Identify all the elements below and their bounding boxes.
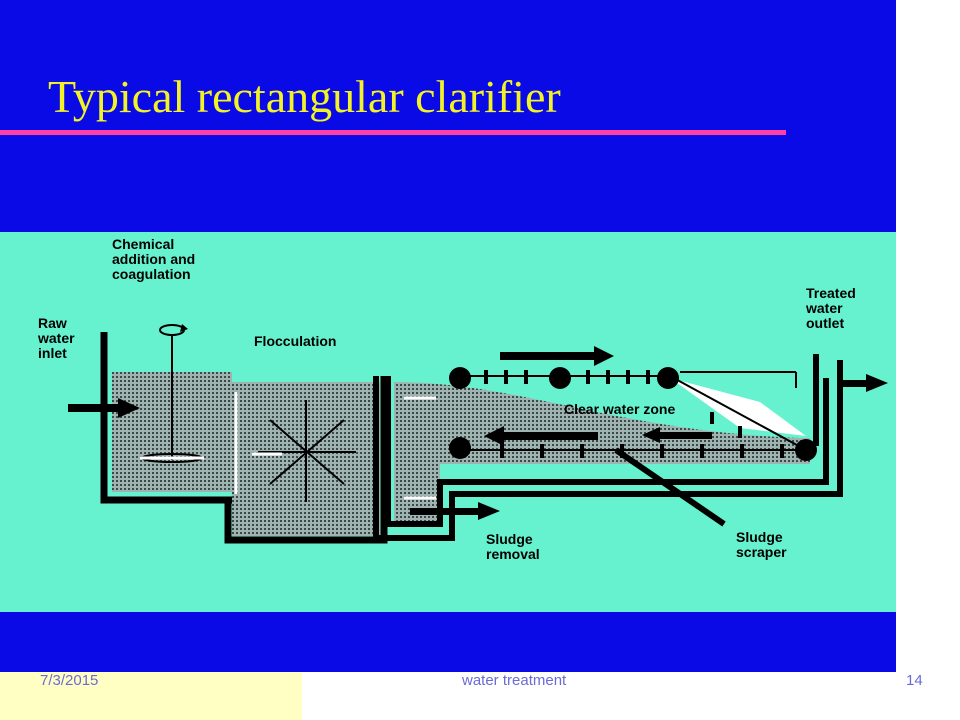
footer-bar [0,672,302,720]
label-sludge-removal: Sludge removal [486,531,540,562]
label-clear-water-zone: Clear water zone [564,401,676,417]
footer-page-number: 14 [906,672,923,689]
label-flocculation: Flocculation [254,333,337,349]
label-chemical-addition: Chemical addition and coagulation [112,236,196,282]
flocculation-basin [224,376,388,544]
coagulation-tank [100,332,240,504]
label-sludge-scraper: Sludge scraper [736,529,787,560]
footer-date: 7/3/2015 [40,672,99,689]
footer-subject: water treatment [462,672,567,689]
clarifier-diagram: Chemical addition and coagulation Raw wa… [0,232,896,612]
outlet-arrow-icon [840,374,888,392]
inlet-arrow-icon [68,398,140,418]
sludge-scraper-chain [449,367,817,527]
sludge-outlet-arrow [410,502,500,520]
label-treated-water-outlet: Treated water outlet [806,285,856,331]
flow-arrow-icon [484,346,712,446]
clarifier-illustration [68,324,888,544]
rotation-arrow-icon [159,324,188,336]
label-raw-water-inlet: Raw water inlet [38,315,75,361]
slide: Typical rectangular clarifier [0,0,896,672]
settling-tank [373,354,843,541]
slide-title: Typical rectangular clarifier [48,71,561,122]
title-underline [0,130,786,135]
